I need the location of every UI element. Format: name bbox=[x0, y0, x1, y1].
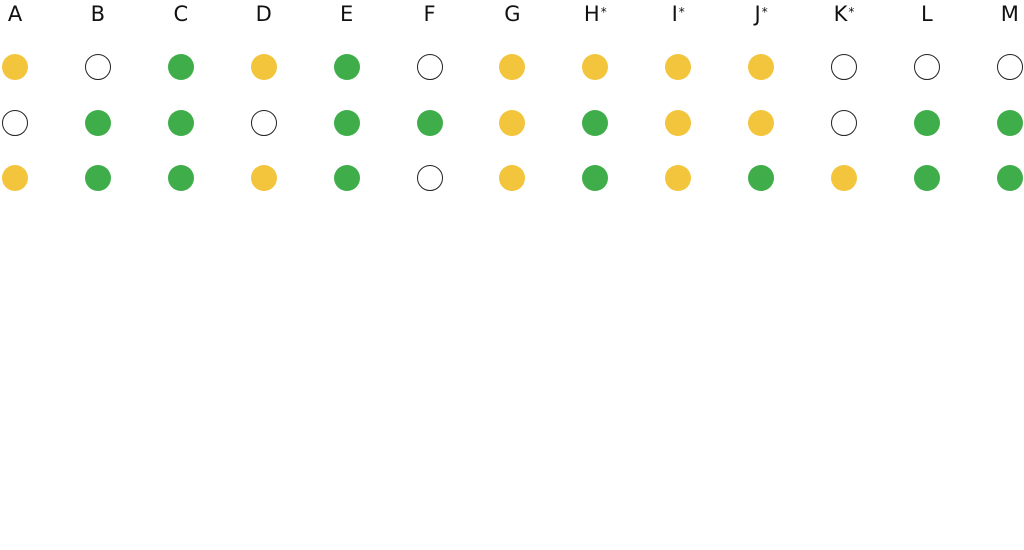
column-label: C bbox=[173, 2, 189, 26]
asterisk-marker: * bbox=[848, 5, 855, 19]
asterisk-marker: * bbox=[761, 5, 768, 19]
column-header: G bbox=[492, 2, 532, 26]
column-l: L bbox=[907, 0, 947, 200]
column-label: M bbox=[1000, 2, 1019, 26]
column-header: E bbox=[327, 2, 367, 26]
column-label: H bbox=[583, 2, 600, 26]
column-header: B bbox=[78, 2, 118, 26]
column-header: I* bbox=[658, 2, 698, 26]
column-header: D bbox=[244, 2, 284, 26]
green-dot bbox=[582, 165, 609, 191]
column-h: H* bbox=[575, 0, 615, 200]
empty-dot bbox=[2, 110, 28, 136]
green-dot bbox=[84, 110, 111, 136]
yellow-dot bbox=[665, 165, 692, 191]
asterisk-marker: * bbox=[678, 5, 685, 19]
empty-dot bbox=[416, 165, 443, 191]
yellow-dot bbox=[2, 54, 28, 80]
column-g: G bbox=[492, 0, 532, 200]
column-label: J bbox=[754, 2, 761, 26]
yellow-dot bbox=[582, 54, 609, 80]
green-dot bbox=[167, 165, 194, 191]
column-header: J* bbox=[741, 2, 781, 26]
column-label: D bbox=[255, 2, 272, 26]
column-header: H* bbox=[575, 2, 615, 26]
column-m: M bbox=[990, 0, 1024, 200]
column-j: J* bbox=[741, 0, 781, 200]
yellow-dot bbox=[2, 165, 28, 191]
yellow-dot bbox=[665, 54, 692, 80]
green-dot bbox=[913, 165, 940, 191]
yellow-dot bbox=[499, 165, 526, 191]
column-header: C bbox=[161, 2, 201, 26]
yellow-dot bbox=[831, 165, 857, 191]
yellow-dot bbox=[499, 54, 526, 80]
empty-dot bbox=[831, 54, 857, 80]
green-dot bbox=[913, 110, 940, 136]
empty-dot bbox=[913, 54, 940, 80]
yellow-dot bbox=[250, 165, 277, 191]
empty-dot bbox=[250, 110, 277, 136]
column-f: F bbox=[410, 0, 450, 200]
column-label: E bbox=[339, 2, 354, 26]
green-dot bbox=[333, 165, 360, 191]
column-a: A bbox=[0, 0, 35, 200]
column-i: I* bbox=[658, 0, 698, 200]
column-label: A bbox=[7, 2, 23, 26]
green-dot bbox=[416, 110, 443, 136]
column-header: K* bbox=[824, 2, 864, 26]
column-d: D bbox=[244, 0, 284, 200]
empty-dot bbox=[996, 54, 1023, 80]
yellow-dot bbox=[665, 110, 692, 136]
green-dot bbox=[748, 165, 775, 191]
green-dot bbox=[167, 110, 194, 136]
yellow-dot bbox=[748, 54, 775, 80]
column-label: I bbox=[671, 2, 678, 26]
yellow-dot bbox=[748, 110, 775, 136]
yellow-dot bbox=[499, 110, 526, 136]
yellow-dot bbox=[250, 54, 277, 80]
column-header: A bbox=[0, 2, 35, 26]
empty-dot bbox=[416, 54, 443, 80]
column-header: L bbox=[907, 2, 947, 26]
green-dot bbox=[167, 54, 194, 80]
column-label: G bbox=[504, 2, 521, 26]
column-label: L bbox=[921, 2, 933, 26]
column-header: F bbox=[410, 2, 450, 26]
asterisk-marker: * bbox=[600, 5, 607, 19]
column-c: C bbox=[161, 0, 201, 200]
green-dot bbox=[996, 165, 1023, 191]
column-k: K* bbox=[824, 0, 864, 200]
green-dot bbox=[996, 110, 1023, 136]
column-b: B bbox=[78, 0, 118, 200]
column-e: E bbox=[327, 0, 367, 200]
column-label: K bbox=[833, 2, 848, 26]
green-dot bbox=[582, 110, 609, 136]
column-label: F bbox=[423, 2, 436, 26]
empty-dot bbox=[831, 110, 857, 136]
empty-dot bbox=[84, 54, 111, 80]
column-header: M bbox=[990, 2, 1024, 26]
green-dot bbox=[333, 110, 360, 136]
green-dot bbox=[333, 54, 360, 80]
column-label: B bbox=[90, 2, 106, 26]
green-dot bbox=[84, 165, 111, 191]
